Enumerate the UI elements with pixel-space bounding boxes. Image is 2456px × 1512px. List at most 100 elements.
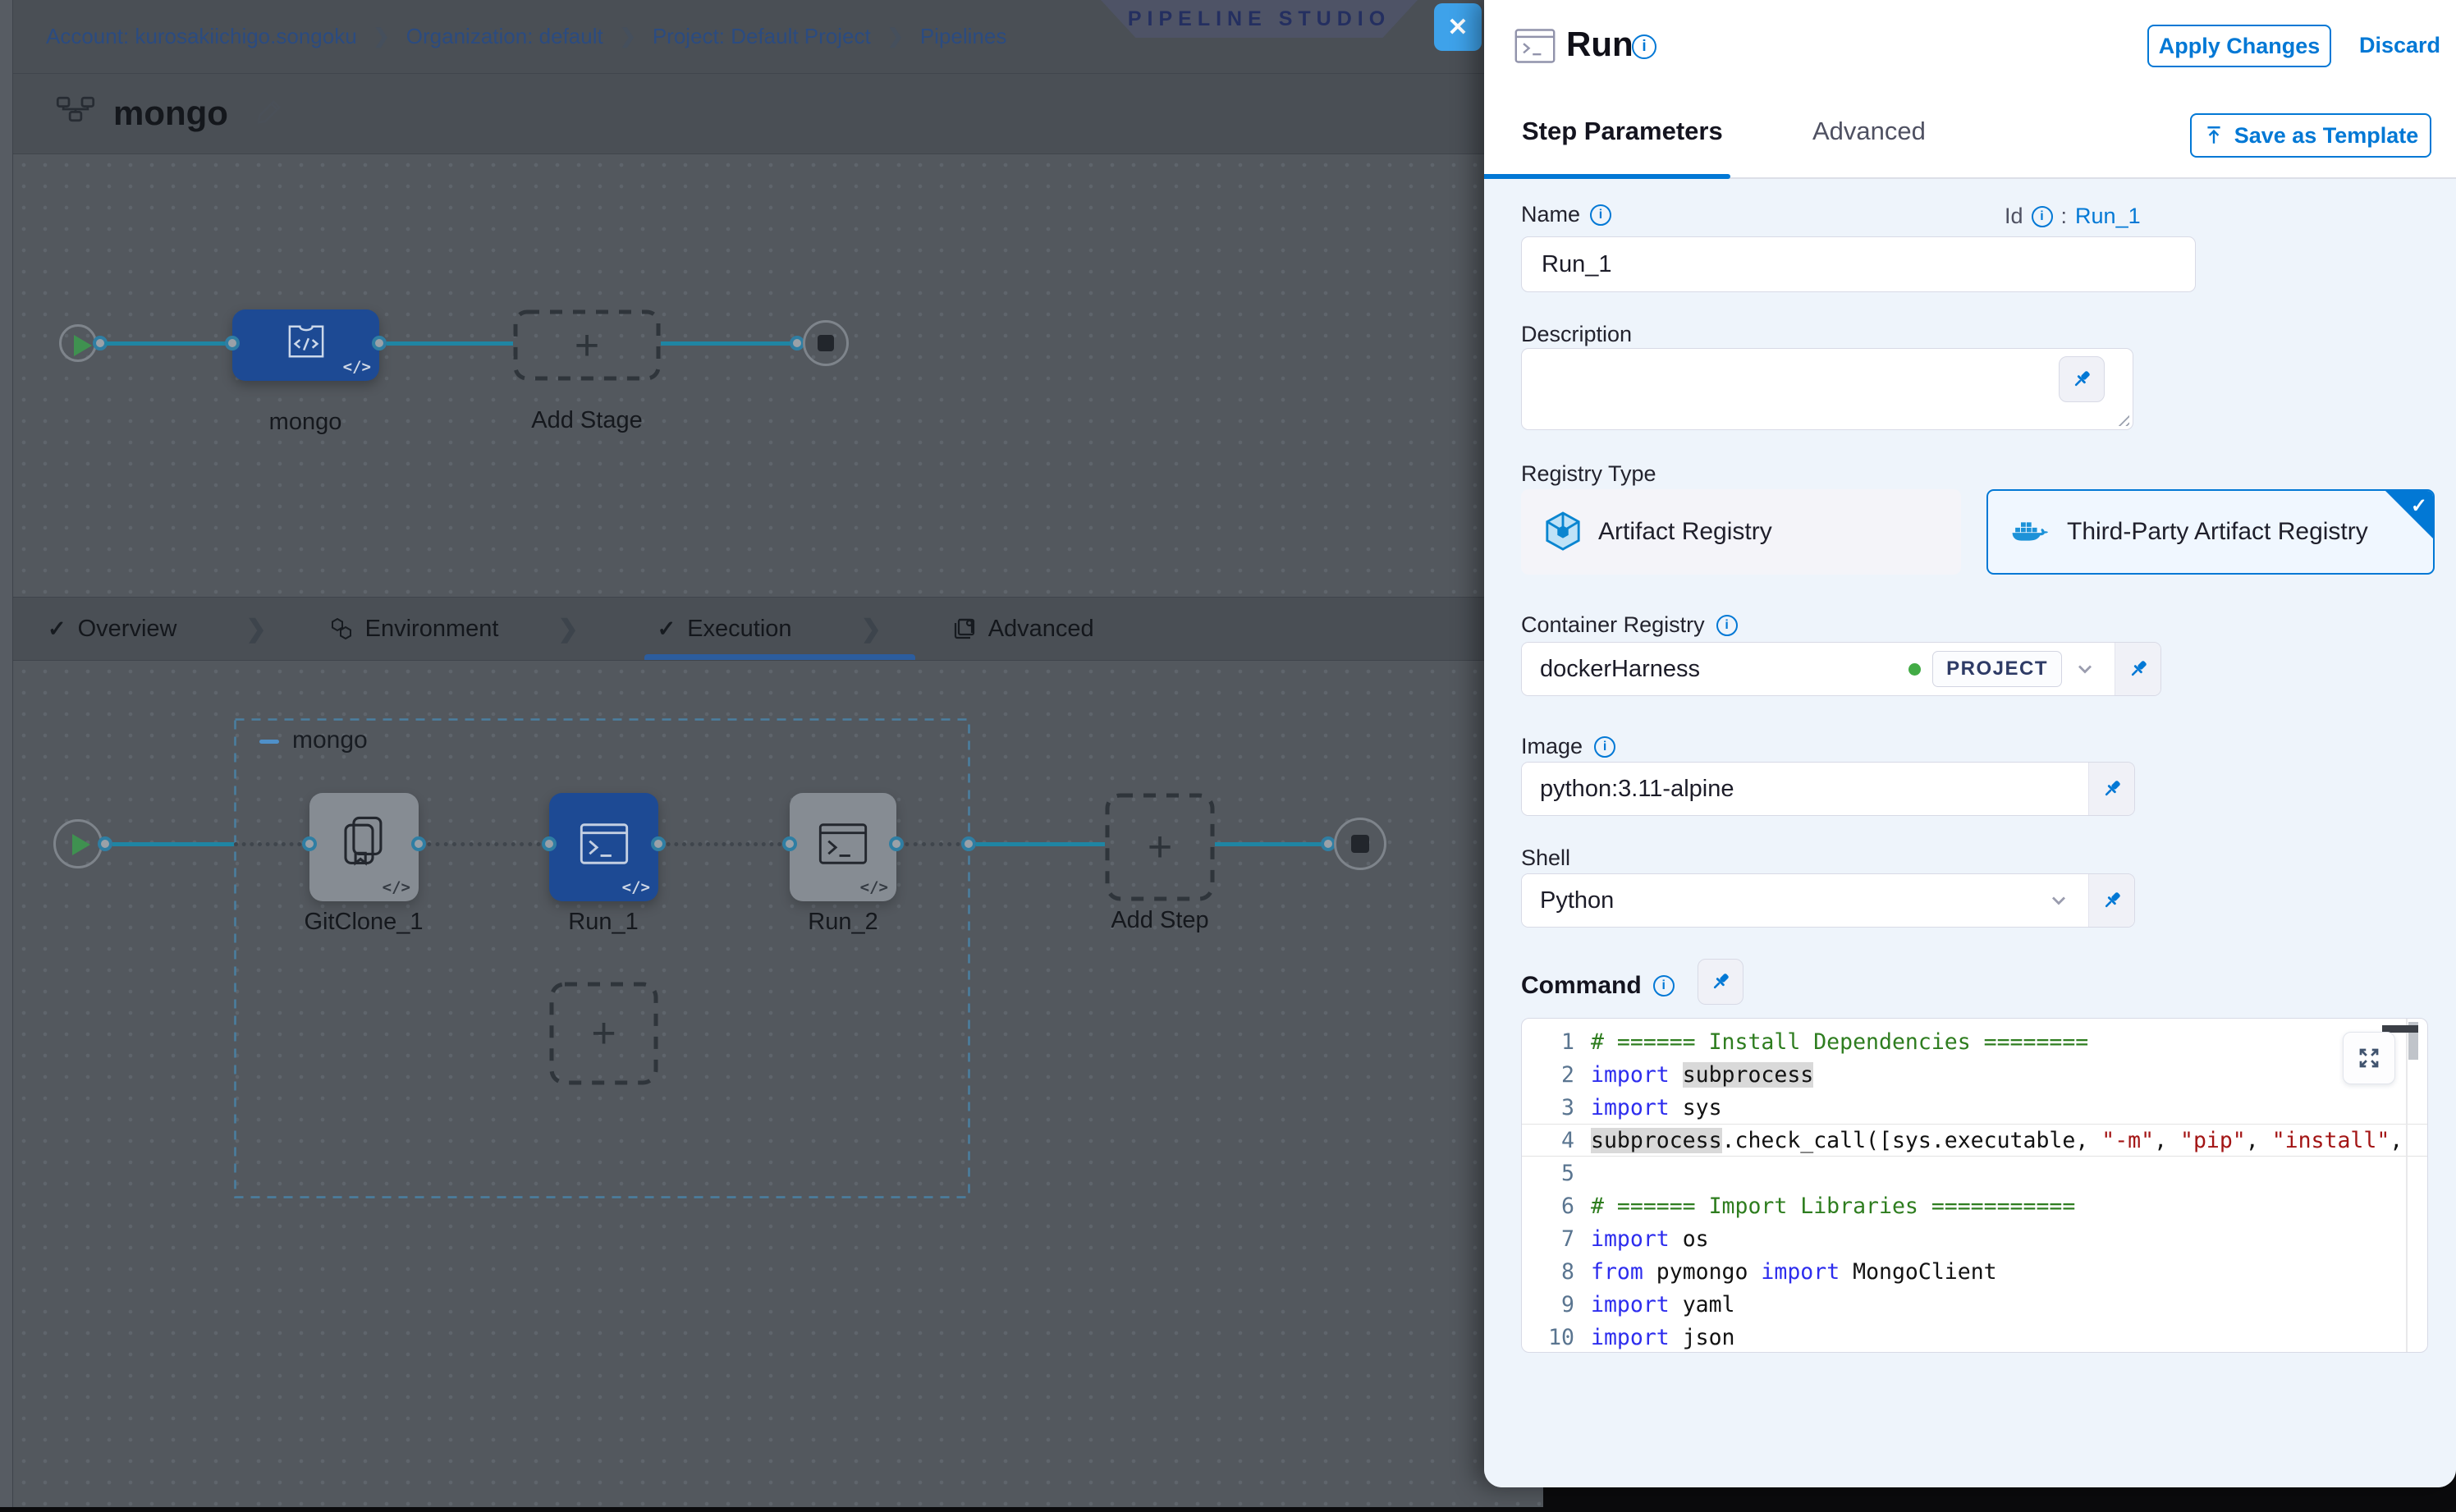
registry-option-artifact[interactable]: Artifact Registry (1521, 489, 1961, 575)
code-line[interactable]: 5 (1522, 1157, 2427, 1189)
description-textarea[interactable] (1521, 348, 2133, 430)
breadcrumb-pipelines[interactable]: Pipelines (919, 24, 1007, 48)
edit-pencil-icon[interactable] (256, 97, 284, 125)
pin-runtime-input-button[interactable] (2088, 763, 2134, 815)
container-registry-label: Container Registry i (1521, 612, 1738, 638)
image-field[interactable]: python:3.11-alpine (1521, 762, 2135, 816)
step-config-drawer: Run i Apply Changes Discard Step Paramet… (1484, 0, 2456, 1487)
play-icon (74, 335, 92, 356)
container-registry-field[interactable]: dockerHarness PROJECT (1521, 642, 2161, 696)
code-badge: </> (342, 358, 371, 376)
id-colon: : (2060, 204, 2068, 228)
line-number: 6 (1561, 1193, 1574, 1219)
step-label[interactable]: Run_2 (808, 909, 878, 935)
pin-runtime-input-button[interactable] (2115, 643, 2160, 695)
registry-option-third-party[interactable]: Third-Party Artifact Registry ✓ (1986, 489, 2435, 575)
image-value-area[interactable]: python:3.11-alpine (1522, 763, 2088, 815)
add-parallel-step-button[interactable]: + (549, 982, 658, 1085)
info-icon[interactable]: i (1632, 34, 1656, 59)
drawer-body: Name i Id i : Run_1 Description Regist (1484, 179, 2456, 1487)
collapsed-left-nav-strip (0, 0, 13, 1507)
code-text: import os (1591, 1226, 1709, 1252)
code-line[interactable]: 6# ====== Import Libraries =========== (1522, 1189, 2427, 1222)
step-group-label[interactable]: mongo (292, 726, 368, 754)
info-icon[interactable]: i (1716, 614, 1738, 636)
info-icon[interactable]: i (1590, 204, 1612, 226)
code-lines[interactable]: 1# ====== Install Dependencies ========2… (1522, 1019, 2427, 1352)
tab-advanced[interactable]: Advanced (1812, 117, 1926, 145)
tab-advanced[interactable]: Advanced (952, 616, 1094, 643)
apply-changes-button[interactable]: Apply Changes (2147, 25, 2331, 67)
step-label[interactable]: GitClone_1 (304, 909, 424, 935)
step-card-gitclone-1[interactable]: </> (309, 793, 419, 901)
command-code-editor[interactable]: 1# ====== Install Dependencies ========2… (1521, 1018, 2428, 1353)
breadcrumb-project[interactable]: Project: Default Project (652, 24, 871, 48)
tab-step-parameters[interactable]: Step Parameters (1522, 117, 1723, 145)
tab-environment[interactable]: Environment (329, 616, 498, 643)
expand-editor-button[interactable] (2343, 1032, 2395, 1084)
discard-button[interactable]: Discard (2359, 33, 2441, 57)
id-value[interactable]: Run_1 (2075, 204, 2141, 228)
chevron-down-icon[interactable] (2047, 889, 2070, 912)
name-input[interactable] (1521, 236, 2196, 292)
chevron-right-icon: ❯ (557, 615, 579, 643)
execution-end-node (1334, 818, 1386, 870)
step-card-run-1[interactable]: </> (549, 793, 658, 901)
port-dot (98, 836, 112, 851)
pin-runtime-input-button[interactable] (1698, 959, 1743, 1005)
add-stage-button[interactable]: + (513, 309, 661, 381)
line-number: 4 (1561, 1127, 1574, 1153)
resize-handle[interactable] (2115, 411, 2129, 426)
stage-card-mongo[interactable]: </> (232, 309, 379, 381)
shell-value-area[interactable]: Python (1522, 874, 2088, 927)
dotted-connector (658, 842, 790, 846)
description-label: Description (1521, 322, 1633, 346)
pipeline-icon (56, 95, 95, 123)
port-dot (411, 836, 426, 851)
add-step-button[interactable]: + (1105, 793, 1215, 901)
pin-runtime-input-button[interactable] (2059, 356, 2105, 402)
add-step-label: Add Step (1111, 907, 1209, 933)
line-number: 9 (1561, 1291, 1574, 1317)
container-registry-label-text: Container Registry (1521, 612, 1705, 637)
execution-start-node (53, 819, 103, 868)
breadcrumb-organization[interactable]: Organization: default (406, 24, 603, 48)
step-card-run-2[interactable]: </> (790, 793, 896, 901)
port-dot (372, 336, 387, 351)
pin-runtime-input-button[interactable] (2088, 874, 2134, 927)
line-number: 2 (1561, 1061, 1574, 1088)
info-icon[interactable]: i (2031, 205, 2053, 227)
close-drawer-button[interactable]: ✕ (1434, 3, 1482, 51)
dotted-connector (234, 842, 309, 846)
run-step-icon (1514, 26, 1556, 66)
shell-label: Shell (1521, 845, 1571, 870)
container-registry-value-area[interactable]: dockerHarness PROJECT (1522, 643, 2115, 695)
code-line[interactable]: 7 import os (1522, 1222, 2427, 1255)
code-text: from pymongo import MongoClient (1591, 1258, 1997, 1285)
info-icon[interactable]: i (1594, 735, 1616, 758)
shell-select[interactable]: Python (1521, 873, 2135, 928)
stage-label[interactable]: mongo (268, 409, 342, 435)
step-label[interactable]: Run_1 (568, 909, 639, 935)
registry-type-label: Registry Type (1521, 461, 1656, 486)
code-line[interactable]: 1# ====== Install Dependencies ======== (1522, 1025, 2427, 1058)
play-icon (72, 834, 90, 855)
info-icon[interactable]: i (1652, 975, 1675, 997)
collapse-group-icon[interactable] (259, 740, 279, 744)
tab-overview[interactable]: ✓ Overview (48, 616, 176, 643)
step-id: Id i : Run_1 (2005, 204, 2141, 229)
line-number: 7 (1561, 1226, 1574, 1252)
breadcrumb-account[interactable]: Account: kurosakiichigo.songoku (46, 24, 357, 48)
plus-icon: + (591, 1010, 616, 1057)
active-tab-underline (1484, 174, 1730, 179)
save-as-template-button[interactable]: Save as Template (2190, 113, 2431, 158)
tab-execution[interactable]: ✓ Execution (658, 616, 792, 643)
chevron-down-icon[interactable] (2073, 657, 2096, 680)
